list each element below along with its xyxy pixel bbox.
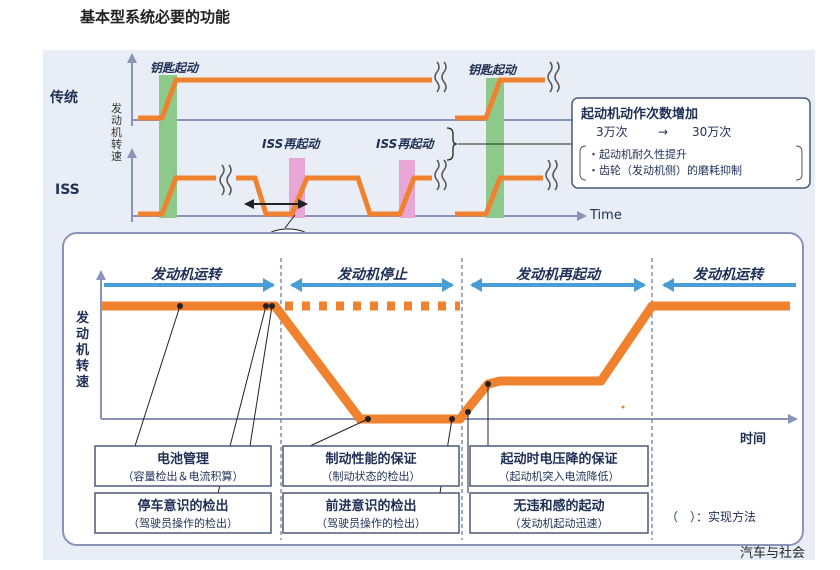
svg-text:转: 转 <box>76 358 89 374</box>
key-start-label-1: 钥匙起动 <box>150 61 200 75</box>
trad-speed-line-2 <box>455 77 545 121</box>
phase-label-running-2: 发动机运转 <box>693 266 765 283</box>
row-label-iss: ISS <box>55 182 80 198</box>
function-box-battery: 电池管理 （容量检出＆电流积算） <box>94 445 272 487</box>
phase-dividers <box>280 258 653 540</box>
info-bracket-left <box>579 145 587 181</box>
box-title: 起动时电压降的保证 <box>499 451 617 467</box>
time-label-top: Time <box>589 208 622 223</box>
top-y-axis-label: 发 动 机 转 速 <box>111 101 122 163</box>
info-bullet-2: ・齿轮（发动机侧）的磨耗抑制 <box>588 163 742 177</box>
info-bracket-right <box>795 145 803 181</box>
box-title: 制动性能的保证 <box>325 451 416 467</box>
detail-speed-curve <box>101 301 790 424</box>
function-box-brake: 制动性能的保证 （制动状态的检出） <box>282 445 460 487</box>
function-box-stop-intent: 停车意识的检出 （驾驶员操作的检出） <box>94 492 272 534</box>
box-sub: （容量检出＆电流积算） <box>123 469 244 483</box>
function-box-voltage: 起动时电压降的保证 （起动机突入电流降低） <box>469 445 649 487</box>
svg-text:机: 机 <box>111 125 122 139</box>
function-box-smooth-start: 无违和感的起动 （发动机起动迅速） <box>469 492 649 534</box>
expand-leader <box>284 214 296 229</box>
box-title: 无违和感的起动 <box>512 498 604 514</box>
iss-restart-label-1: ISS再起动 <box>262 137 321 151</box>
iss-restart-label-2: ISS再起动 <box>376 137 435 151</box>
function-box-forward-intent: 前进意识的检出 （驾驶员操作的检出） <box>282 492 460 534</box>
box-title: 停车意识的检出 <box>137 498 228 514</box>
svg-text:速: 速 <box>76 374 89 390</box>
phase-label-running: 发动机运转 <box>151 266 223 283</box>
iss-speed-line-2 <box>236 175 432 217</box>
page-title: 基本型系统必要的功能 <box>79 8 230 26</box>
info-from: 3万次 <box>596 125 628 139</box>
phase-label-restart: 发动机再起动 <box>516 266 602 283</box>
key-start-label-2: 钥匙起动 <box>468 63 518 77</box>
info-heading: 起动机动作次数增加 <box>580 106 698 122</box>
box-sub: （驾驶员操作的检出） <box>128 516 238 530</box>
box-sub: （发动机起动迅速） <box>510 516 609 530</box>
svg-text:动: 动 <box>111 114 122 127</box>
info-box <box>571 97 811 189</box>
restart-brace <box>446 127 458 161</box>
svg-text:机: 机 <box>76 342 89 358</box>
box-title: 电池管理 <box>157 451 209 467</box>
phase-label-stop: 发动机停止 <box>337 266 408 283</box>
svg-text:动: 动 <box>76 327 89 342</box>
iss-speed-line-1 <box>138 175 216 217</box>
box-sub: （驾驶员操作的检出） <box>316 516 426 530</box>
box-sub: （制动状态的检出） <box>322 469 421 483</box>
info-to: 30万次 <box>692 125 731 139</box>
box-sub: （起动机突入电流降低） <box>499 469 620 483</box>
detail-y-axis-label: 发 动 机 转 速 <box>75 310 90 390</box>
info-arrow: → <box>658 125 668 139</box>
row-label-traditional: 传统 <box>49 89 78 106</box>
svg-text:发: 发 <box>111 101 122 115</box>
svg-text:转: 转 <box>111 137 122 151</box>
break-mark <box>219 61 560 196</box>
iss-speed-line-3 <box>455 175 543 217</box>
legend-note: （ ）：实现方法 <box>666 509 756 524</box>
time-label-detail: 时间 <box>740 431 766 447</box>
leader-dots <box>177 303 491 422</box>
stray-dot <box>621 405 625 409</box>
svg-text:发: 发 <box>75 310 90 326</box>
info-bullet-1: ・起动机耐久性提升 <box>588 147 687 161</box>
svg-text:速: 速 <box>111 150 122 163</box>
box-title: 前进意识的检出 <box>325 498 416 514</box>
trad-speed-line-1 <box>138 77 432 121</box>
watermark: 汽车与社会 <box>740 545 805 561</box>
